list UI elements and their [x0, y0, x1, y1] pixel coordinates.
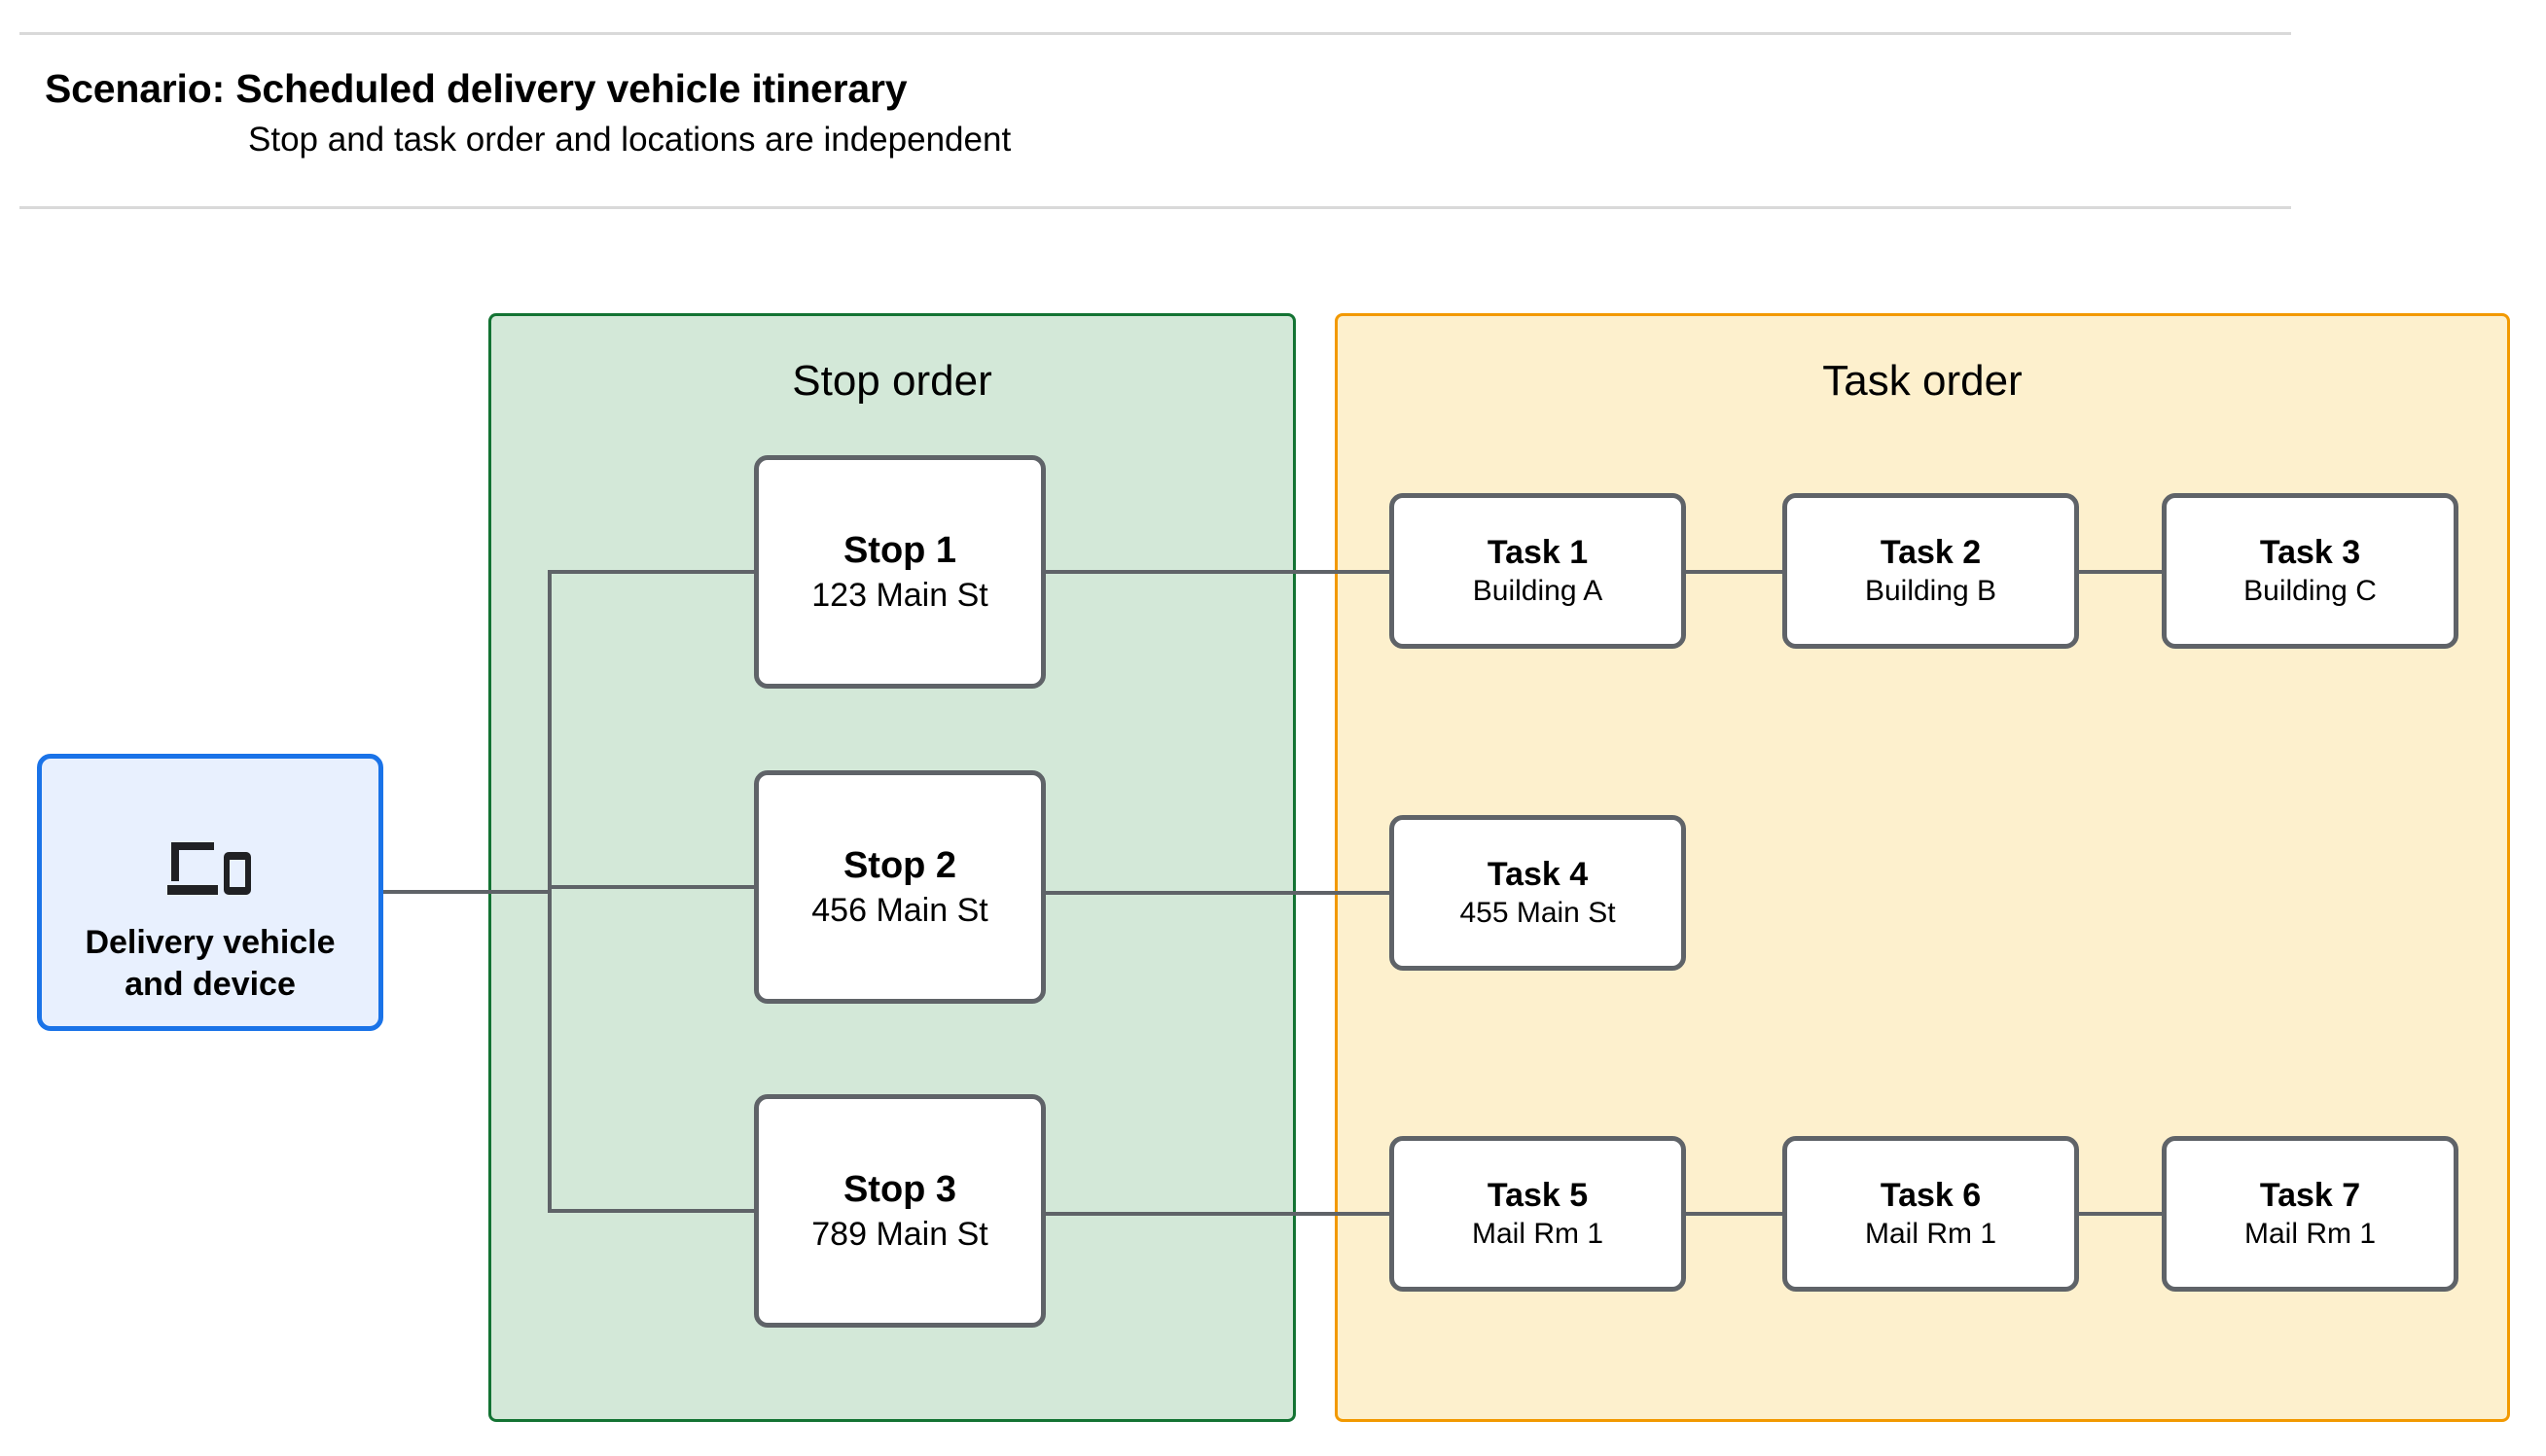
connector-stop-1-to-task-1 [1043, 570, 1393, 574]
task-node-3-title: Task 3 [2259, 534, 2361, 572]
task-node-3[interactable]: Task 3 Building C [2162, 493, 2458, 649]
task-node-5-title: Task 5 [1487, 1177, 1589, 1215]
stop-node-3-title: Stop 3 [843, 1168, 957, 1210]
connector-trunk-to-stop-2 [548, 885, 757, 889]
header-divider-top [19, 32, 2291, 35]
connector-stop-3-to-task-5 [1043, 1212, 1393, 1216]
task-node-6-title: Task 6 [1880, 1177, 1982, 1215]
stop-node-2[interactable]: Stop 2 456 Main St [754, 770, 1046, 1004]
stop-node-1-title: Stop 1 [843, 529, 957, 571]
task-node-5-location: Mail Rm 1 [1471, 1218, 1603, 1251]
task-node-7[interactable]: Task 7 Mail Rm 1 [2162, 1136, 2458, 1292]
connector-task-1-to-task-2 [1683, 570, 1786, 574]
task-node-2[interactable]: Task 2 Building B [1782, 493, 2079, 649]
task-order-panel-title: Task order [1822, 357, 2023, 405]
task-node-7-title: Task 7 [2259, 1177, 2361, 1215]
delivery-vehicle-label: Delivery vehicle and device [42, 922, 378, 1005]
task-node-4[interactable]: Task 4 455 Main St [1389, 815, 1686, 971]
task-node-6[interactable]: Task 6 Mail Rm 1 [1782, 1136, 2079, 1292]
devices-icon [167, 841, 251, 895]
stop-node-1-location: 123 Main St [811, 577, 988, 615]
delivery-vehicle-label-line-2: and device [125, 965, 296, 1003]
connector-trunk-to-stop-3 [548, 1209, 757, 1213]
header-divider-bottom [19, 206, 2291, 209]
task-node-5[interactable]: Task 5 Mail Rm 1 [1389, 1136, 1686, 1292]
delivery-vehicle-and-device-node[interactable]: Delivery vehicle and device [37, 754, 383, 1031]
connector-task-5-to-task-6 [1683, 1212, 1786, 1216]
stop-node-3[interactable]: Stop 3 789 Main St [754, 1094, 1046, 1328]
task-node-4-location: 455 Main St [1459, 897, 1616, 930]
page-subtitle: Stop and task order and locations are in… [248, 121, 1012, 159]
task-node-1-location: Building A [1472, 575, 1603, 608]
stop-node-2-location: 456 Main St [811, 892, 988, 930]
task-node-1[interactable]: Task 1 Building A [1389, 493, 1686, 649]
task-node-6-location: Mail Rm 1 [1864, 1218, 1996, 1251]
stop-order-panel-title: Stop order [792, 357, 992, 405]
task-node-3-location: Building C [2243, 575, 2377, 608]
connector-task-6-to-task-7 [2076, 1212, 2166, 1216]
stop-node-2-title: Stop 2 [843, 844, 957, 886]
page-title: Scenario: Scheduled delivery vehicle iti… [45, 66, 908, 111]
connector-task-2-to-task-3 [2076, 570, 2166, 574]
task-node-2-title: Task 2 [1880, 534, 1982, 572]
stop-node-3-location: 789 Main St [811, 1216, 988, 1254]
connector-stop-2-to-task-4 [1043, 891, 1393, 895]
connector-trunk-to-stop-1 [548, 570, 757, 574]
connector-vehicle-to-trunk [383, 890, 552, 894]
task-node-1-title: Task 1 [1487, 534, 1589, 572]
task-node-4-title: Task 4 [1487, 856, 1589, 894]
delivery-vehicle-label-line-1: Delivery vehicle [85, 924, 336, 961]
task-node-7-location: Mail Rm 1 [2243, 1218, 2376, 1251]
connector-stop-trunk [548, 572, 552, 1213]
task-node-2-location: Building B [1864, 575, 1997, 608]
stop-node-1[interactable]: Stop 1 123 Main St [754, 455, 1046, 689]
